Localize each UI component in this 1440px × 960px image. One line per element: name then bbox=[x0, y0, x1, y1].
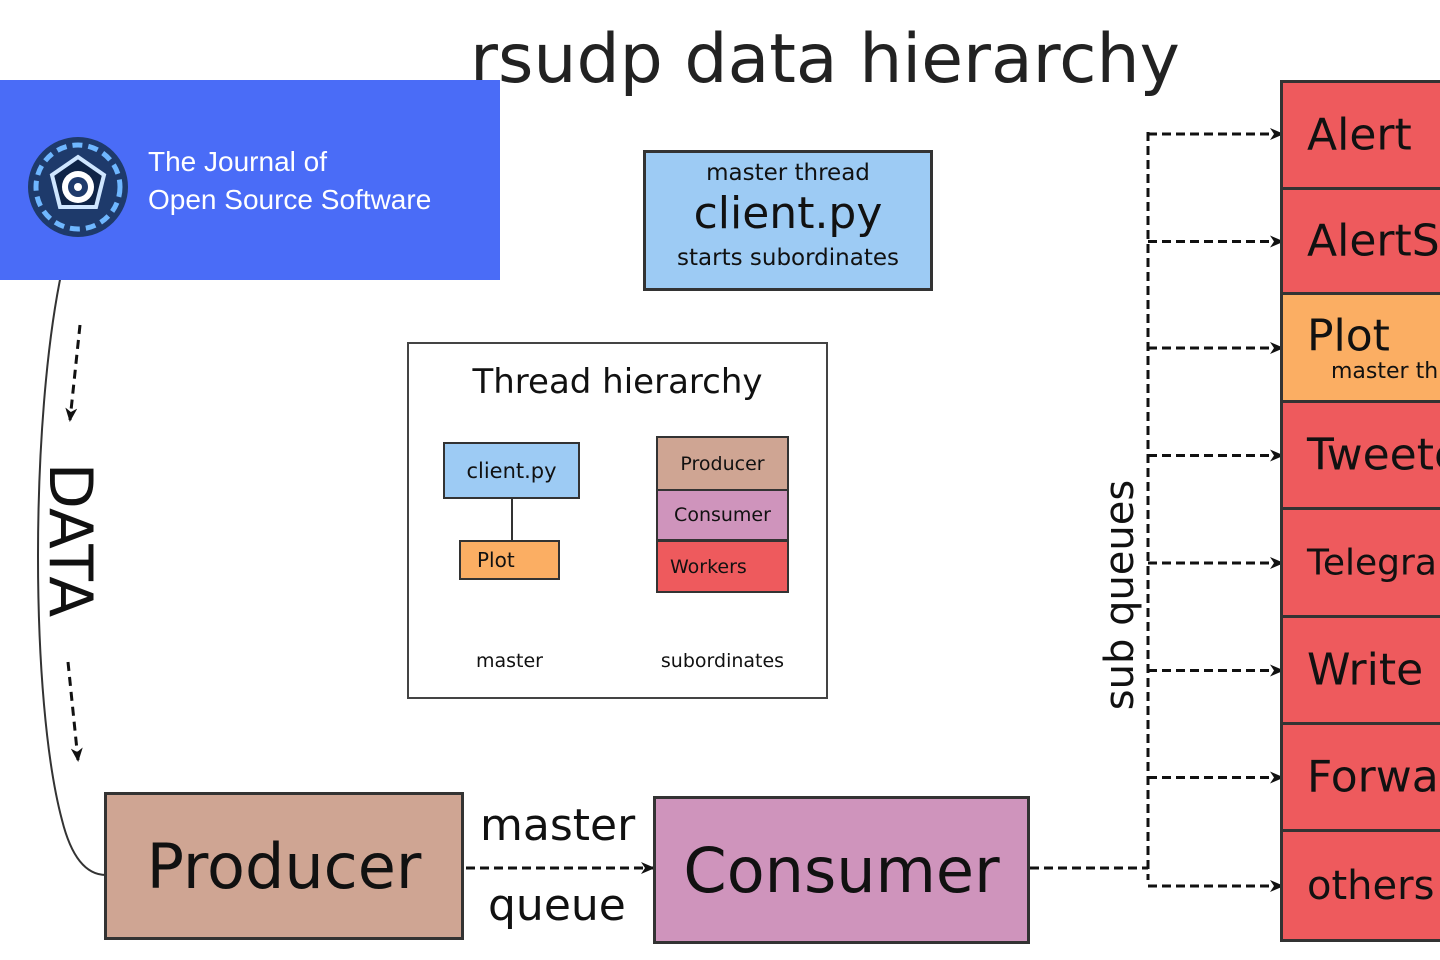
worker-label: Tweeter bbox=[1307, 429, 1440, 481]
legend-subordinates-label: subordinates bbox=[660, 650, 785, 672]
worker-alertsound: AlertSound bbox=[1280, 190, 1440, 295]
legend-node-consumer: Consumer bbox=[656, 489, 789, 541]
legend-master-label: master bbox=[475, 650, 543, 672]
joss-title-line1[interactable]: The Journal of bbox=[148, 146, 327, 177]
worker-others: others bbox=[1280, 832, 1440, 942]
worker-telegram: Telegram bbox=[1280, 510, 1440, 618]
diagram-title: rsudp data hierarchy bbox=[470, 20, 1180, 99]
worker-sublabel: master thread bbox=[1331, 359, 1440, 384]
sub-queue-branches bbox=[1148, 128, 1284, 892]
master-thread-name: client.py bbox=[693, 188, 883, 239]
data-label: DATA bbox=[35, 462, 105, 618]
data-arrow-top bbox=[65, 324, 82, 422]
worker-label: AlertSound bbox=[1307, 215, 1440, 267]
consumer-box: Consumer bbox=[653, 796, 1030, 944]
sub-queues-label: sub queues bbox=[1097, 479, 1143, 711]
legend-connector bbox=[511, 499, 513, 540]
master-thread-box bbox=[643, 150, 933, 291]
master-thread-subtitle: starts subordinates bbox=[677, 245, 899, 271]
worker-tweeter: Tweeter bbox=[1280, 403, 1440, 510]
joss-title-line2[interactable]: Open Source Software bbox=[148, 184, 432, 215]
master-thread-caption: master thread bbox=[706, 160, 870, 186]
legend-node-producer: Producer bbox=[656, 436, 789, 491]
worker-label: Write bbox=[1307, 644, 1424, 696]
data-flow-curve bbox=[37, 269, 107, 876]
worker-label: Telegram bbox=[1307, 542, 1440, 583]
master-queue-label-bottom: queue bbox=[488, 880, 626, 931]
joss-logo-icon bbox=[28, 137, 128, 237]
thread-hierarchy-title: Thread hierarchy bbox=[472, 362, 763, 402]
worker-alert: Alert bbox=[1280, 80, 1440, 190]
worker-label: Plot bbox=[1307, 310, 1390, 361]
legend-node-workers: Workers bbox=[656, 540, 789, 593]
master-queue-label-top: master bbox=[480, 800, 636, 851]
worker-forward: Forward bbox=[1280, 725, 1440, 832]
data-arrow-bottom bbox=[66, 661, 83, 762]
worker-label: Alert bbox=[1307, 109, 1412, 161]
worker-write: Write bbox=[1280, 618, 1440, 725]
legend-node-client: client.py bbox=[443, 442, 580, 499]
worker-label: Forward bbox=[1307, 751, 1440, 803]
producer-box: Producer bbox=[104, 792, 464, 940]
legend-node-plot: Plot bbox=[459, 540, 560, 580]
worker-column: AlertAlertSoundPlotmaster threadTweeterT… bbox=[1280, 80, 1440, 942]
worker-label: others bbox=[1307, 862, 1435, 909]
